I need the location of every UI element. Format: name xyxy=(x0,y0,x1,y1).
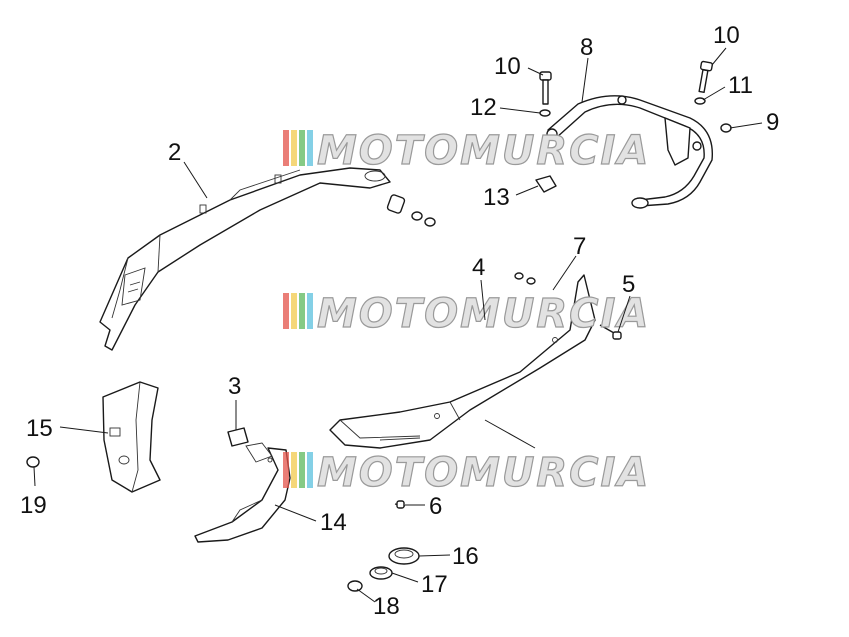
leader-line-18 xyxy=(356,588,376,603)
watermark-bottom: MOTOMURCIA xyxy=(283,449,650,497)
leader-line-7 xyxy=(552,255,577,291)
callout-number: 3 xyxy=(228,373,241,400)
watermark-top: MOTOMURCIA xyxy=(283,127,650,175)
callout-number: 7 xyxy=(573,233,586,260)
watermark-stripe xyxy=(299,452,305,488)
part-8-grab-rail xyxy=(546,95,714,209)
callout-labels: 2 8 10 10 11 12 9 13 4 7 5 3 15 19 6 14 … xyxy=(20,22,779,620)
part-18-nut xyxy=(347,580,363,592)
watermark-text: MOTOMURCIA xyxy=(317,291,650,337)
part-13-clip-nut xyxy=(535,175,557,193)
watermark-stripe xyxy=(291,452,297,488)
callout-number: 12 xyxy=(470,94,497,121)
watermark-middle: MOTOMURCIA xyxy=(283,290,650,338)
leader-line-11 xyxy=(702,86,726,101)
callout-number: 19 xyxy=(20,492,47,519)
callout-number: 2 xyxy=(168,139,181,166)
leader-line-13 xyxy=(515,185,539,196)
watermark-stripe xyxy=(283,130,289,166)
watermark-text: MOTOMURCIA xyxy=(317,128,650,174)
part-16-grommet xyxy=(388,547,420,565)
watermark-stripe xyxy=(291,130,297,166)
callout-number: 18 xyxy=(373,593,400,620)
watermark-stripe xyxy=(307,452,313,488)
leader-line-4 xyxy=(480,279,486,321)
watermark-stripe xyxy=(299,293,305,329)
callout-number: 4 xyxy=(472,254,485,281)
leader-line-10a xyxy=(527,67,544,76)
part-2-hardware xyxy=(386,194,436,227)
part-19-nut xyxy=(26,456,40,468)
watermark-text: MOTOMURCIA xyxy=(317,450,650,496)
watermark-stripe xyxy=(283,452,289,488)
leader-line-12 xyxy=(499,107,541,114)
part-17-bushing xyxy=(369,566,393,580)
callout-number: 9 xyxy=(766,109,779,136)
leader-line-5 xyxy=(617,295,631,333)
part-5-screw xyxy=(599,324,622,340)
callout-number: 11 xyxy=(728,72,753,99)
callout-number: 17 xyxy=(421,571,448,598)
part-14-bracket xyxy=(194,442,291,543)
callout-number: 8 xyxy=(580,34,593,61)
callout-number: 16 xyxy=(452,543,479,570)
part-15-cover xyxy=(102,381,161,493)
leader-line-4b xyxy=(484,419,536,449)
part-3-clip-nut xyxy=(227,427,249,447)
callout-number: 14 xyxy=(320,509,347,536)
leader-line-14 xyxy=(274,504,317,522)
watermark-stripe xyxy=(291,293,297,329)
leader-line-10b xyxy=(711,47,727,66)
leader-line-9 xyxy=(729,122,763,129)
callout-number: 6 xyxy=(429,493,442,520)
leader-line-8 xyxy=(581,57,589,103)
leader-line-2 xyxy=(183,161,208,199)
part-6-screw xyxy=(394,500,406,509)
leader-lines xyxy=(33,47,763,603)
watermark-stripe xyxy=(307,130,313,166)
watermark-stripe xyxy=(283,293,289,329)
leader-line-17 xyxy=(391,572,419,583)
callout-number: 5 xyxy=(622,271,635,298)
callout-number: 10 xyxy=(494,53,521,80)
leader-line-19 xyxy=(33,466,36,487)
callout-number: 15 xyxy=(26,415,53,442)
watermark-stripe xyxy=(307,293,313,329)
part-10-bolts xyxy=(539,60,713,105)
leader-line-15 xyxy=(59,426,109,434)
watermark-stripe xyxy=(299,130,305,166)
callout-number: 10 xyxy=(713,22,740,49)
part-2-side-rail xyxy=(99,167,391,351)
leader-line-16 xyxy=(418,554,451,557)
callout-number: 13 xyxy=(483,184,510,211)
part-4-lower-rail xyxy=(329,272,596,449)
